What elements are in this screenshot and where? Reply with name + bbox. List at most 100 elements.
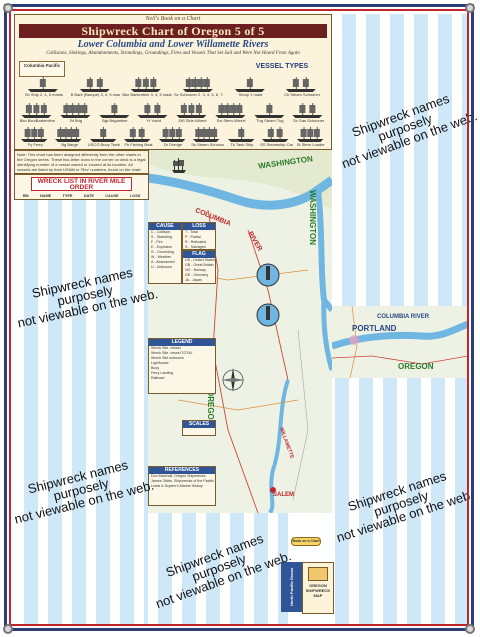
label-portland: PORTLAND xyxy=(352,324,397,333)
vessel-type-label: B Bark (Barque) 3, 4, 5 masts xyxy=(70,93,121,97)
label-washington-side: WASHINGTON xyxy=(308,190,317,245)
tug-icon: Tug Steam Tug xyxy=(252,101,289,123)
panel-scales-title: SCALES xyxy=(183,421,215,428)
steamer-icon: Ck Steam Schooner xyxy=(277,75,327,97)
schooner-icon: Sc Schooner 2, 3, 4, 5, 6, 7 masts xyxy=(174,75,224,97)
wreck-list-columns: RM NAME TYPE DATE CAUSE LOSS xyxy=(17,194,146,198)
panel-legend-item: Wreck Site, vessel xyxy=(151,346,181,350)
background-stripes-left xyxy=(14,200,148,624)
vessel-type-label: Tk Tank Ship xyxy=(230,143,254,147)
panel-flag-item: US - United States xyxy=(185,258,215,262)
brig-icon: Bt Brig xyxy=(58,101,95,123)
barkentine-small-icon: Bkn Bkn/Barkentine xyxy=(19,101,56,123)
vessel-type-label: Bkn Bkn/Barkentine xyxy=(19,119,55,123)
yacht-icon: Yt Yacht xyxy=(135,101,172,123)
panel-flag: FLAG US - United States GB - Great Brita… xyxy=(182,250,216,284)
panel-cause-item: E - Explosion xyxy=(151,245,173,249)
vessel-type-label: Ck Steam Schooner xyxy=(284,93,321,97)
buoy-tender-icon: USCG Buoy Tender xyxy=(88,125,120,147)
vessel-type-label: StS Side-Wheel xyxy=(178,119,207,123)
panel-cause-item: W - Weather xyxy=(151,255,172,259)
inner-frame xyxy=(9,9,469,626)
panel-legend-item: Wreck Site unknown xyxy=(151,356,184,360)
panel-cause-item: C - Collision xyxy=(151,230,171,234)
grommet-top-left xyxy=(3,3,13,13)
panel-cause-item: A - Abandoned xyxy=(151,260,175,264)
vessel-type-label: Bt Brig xyxy=(70,119,83,123)
steam-schooner-icon: Ss Steam Schooner xyxy=(191,125,224,147)
wreck-list-column: LOSS xyxy=(129,194,141,198)
oregon-map-icon xyxy=(308,567,328,581)
vessel-type-label: Dr Dredge xyxy=(163,143,183,147)
ship-icon: Sh Ship 2, 4, 5 masts xyxy=(19,75,69,97)
panel-cause-item: U - Unknown xyxy=(151,265,172,269)
vessel-type-label: St Stern Loader xyxy=(296,143,325,147)
panel-cause: CAUSE C - Collision S - Stranding F - Fi… xyxy=(148,222,182,284)
vessel-type-label: Fy Ferry xyxy=(27,143,43,147)
vessel-type-label: Bkn Barkentine 3, 4, 5 masts xyxy=(122,93,172,97)
wreck-list-title: WRECK LIST IN RIVER MILE ORDER xyxy=(31,177,132,191)
panel-cause-item: F - Fire xyxy=(151,240,163,244)
book-on-a-chart-button[interactable]: Book on a Chart xyxy=(291,537,321,546)
wreck-list-column: TYPE xyxy=(62,194,73,198)
columbia-pacific-logo: Columbia Pacific xyxy=(19,61,65,77)
panel-legend-item: Railroad xyxy=(151,376,165,380)
side-wheel-icon: StS Side-Wheel xyxy=(174,101,211,123)
panel-references-title: REFERENCES xyxy=(149,467,215,474)
vessel-type-label: USCG Buoy Tender xyxy=(87,143,121,147)
panel-references: REFERENCES Don Marshall, Oregon Shipwrec… xyxy=(148,466,216,506)
panel-legend-title: LEGEND xyxy=(149,339,215,346)
label-oregon-east: OREGON xyxy=(398,362,434,371)
label-oregon-west: OREGON xyxy=(206,390,215,426)
panel-loss-item: T - Total xyxy=(185,230,198,234)
panel-loss-item: S - Salvaged xyxy=(185,245,206,249)
brigantine-icon: Bgt Brigantine xyxy=(97,101,134,123)
panel-legend-item: Lighthouse xyxy=(151,361,169,365)
panel-cause-title: CAUSE xyxy=(149,223,181,230)
wreck-list-column: DATE xyxy=(83,194,94,198)
wreck-list-header: WRECK LIST IN RIVER MILE ORDER RM NAME T… xyxy=(14,174,149,200)
chart-subtitle: Lower Columbia and Lower Willamette Rive… xyxy=(77,39,269,50)
gas-schooner-icon: Sc Gas Schooner xyxy=(290,101,327,123)
vessel-type-label: Bgt Brigantine xyxy=(102,119,128,123)
barkentine-icon: Bkn Barkentine 3, 4, 5 masts xyxy=(122,75,172,97)
intro-note: Note: This chart has been designed diffe… xyxy=(14,150,149,174)
panel-legend-item: Wreck Site, vessel TOTAL xyxy=(151,351,193,355)
brand-box: OREGON SHIPWRECK MAP xyxy=(302,562,334,614)
vessel-type-label: Fb Fishing Boat xyxy=(124,143,153,147)
bark-icon: B Bark (Barque) 3, 4, 5 masts xyxy=(70,75,121,97)
background-stripes-bottom-mid xyxy=(148,513,288,624)
panel-loss-item: P - Partial xyxy=(185,235,201,239)
vessel-types-title: VESSEL TYPES xyxy=(255,63,309,70)
sloop-icon: Sloop 1 mast xyxy=(226,75,276,97)
grommet-bottom-right xyxy=(465,624,475,634)
panel-scales: SCALES xyxy=(182,420,216,436)
city-portland-marker xyxy=(349,335,359,345)
panel-flag-item: GB - Great Britain xyxy=(185,263,214,267)
ferry-icon: Fy Ferry xyxy=(19,125,51,147)
vessel-type-label: Sc Gas Schooner xyxy=(292,119,325,123)
panel-legend-item: Ferry Landing xyxy=(151,371,174,375)
title-panel: Neil's Book on a Chart Shipwreck Chart o… xyxy=(14,14,332,150)
vessel-type-label: Sw Stern-Wheel xyxy=(216,119,246,123)
vessel-type-label: Sloop 1 mast xyxy=(238,93,263,97)
grommet-top-right xyxy=(465,3,475,13)
wreck-list-column: RM xyxy=(22,194,29,198)
panel-flag-item: GE - Germany xyxy=(185,273,209,277)
panel-legend-item: Buoy xyxy=(151,366,160,370)
vessel-type-label: Bg Barge xyxy=(61,143,78,147)
panel-loss-item: R - Refloated xyxy=(185,240,207,244)
map-east: COLUMBIA RIVER PORTLAND OREGON xyxy=(332,306,468,378)
vessel-type-label: Ss Steam Schooner xyxy=(191,143,224,147)
grommet-bottom-left xyxy=(3,624,13,634)
panel-references-item: Lewis & Dryden's Marine History xyxy=(151,484,203,488)
panel-loss-title: LOSS xyxy=(183,223,215,230)
vessel-type-label: SS Steamship Cargo xyxy=(260,143,292,147)
panel-cause-item: S - Stranding xyxy=(151,235,172,239)
background-stripes-bottom-right xyxy=(325,378,468,624)
barge-icon: Bg Barge xyxy=(53,125,85,147)
tank-ship-icon: Tk Tank Ship xyxy=(226,125,258,147)
outer-frame xyxy=(4,4,474,631)
